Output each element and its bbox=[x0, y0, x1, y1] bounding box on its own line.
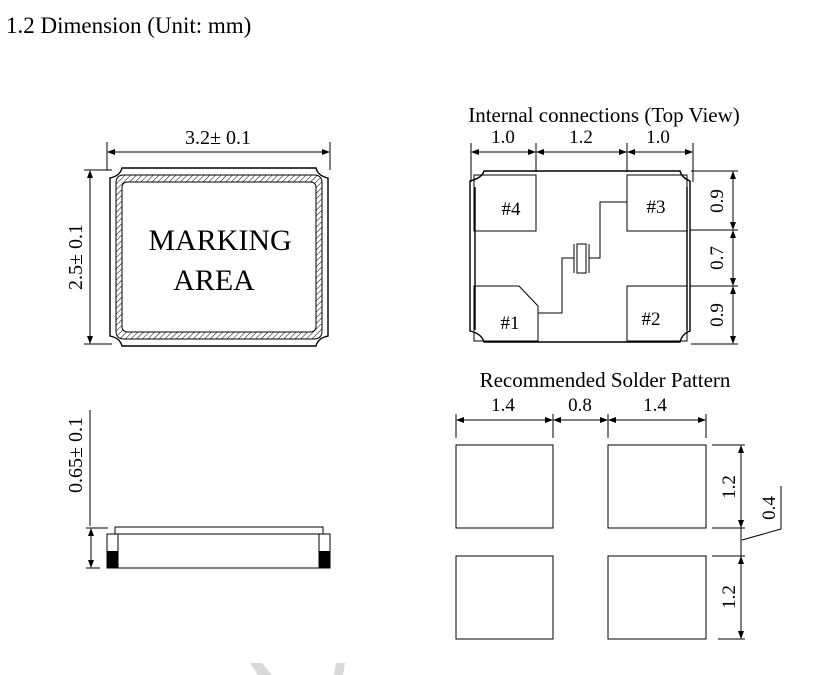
gap-label: 0.4 bbox=[759, 496, 780, 520]
crystal-element bbox=[576, 243, 587, 274]
dim-label-right: 1.4 bbox=[643, 395, 667, 416]
pad-4 bbox=[473, 174, 537, 232]
solder-pad-bottom-right bbox=[607, 555, 707, 640]
pad-height-label-top: 1.2 bbox=[719, 475, 740, 499]
side-view: 0.65± 0.1 bbox=[65, 410, 331, 569]
width-label: 3.2± 0.1 bbox=[185, 127, 251, 149]
package-outline bbox=[469, 170, 691, 343]
dim-label-center: 0.8 bbox=[568, 395, 592, 416]
solder-pad-top-left bbox=[455, 444, 554, 529]
dim-label-bottom: 0.9 bbox=[707, 303, 728, 327]
package-body bbox=[106, 533, 331, 569]
solder-pattern-title: Recommended Solder Pattern bbox=[480, 368, 731, 392]
pad-height-label-bottom: 1.2 bbox=[719, 585, 740, 609]
dim-label-right: 1.0 bbox=[646, 127, 670, 148]
height-label: 2.5± 0.1 bbox=[65, 224, 87, 290]
internal-connections-title: Internal connections (Top View) bbox=[468, 103, 740, 127]
watermark bbox=[250, 663, 345, 675]
pad-2 bbox=[626, 285, 688, 342]
dim-label-left: 1.0 bbox=[491, 127, 515, 148]
lid bbox=[114, 526, 324, 535]
internal-connections: Internal connections (Top View) 1.0 1.2 … bbox=[468, 103, 740, 345]
dim-label-middle: 0.7 bbox=[707, 246, 728, 270]
marking-text-line1: MARKING bbox=[148, 224, 291, 257]
terminal-left bbox=[107, 551, 118, 568]
watermark-fragment bbox=[250, 663, 272, 675]
section-heading: 1.2 Dimension (Unit: mm) bbox=[6, 13, 251, 38]
pad-1 bbox=[473, 285, 539, 342]
terminal-right bbox=[319, 551, 330, 568]
marking-text-line2: AREA bbox=[173, 264, 255, 297]
dim-label-center: 1.2 bbox=[569, 127, 593, 148]
package-outline bbox=[109, 167, 329, 347]
top-view: 3.2± 0.1 2.5± 0.1 MARKING AREA bbox=[65, 127, 331, 347]
pad-3 bbox=[626, 174, 688, 232]
wire-pad1 bbox=[538, 257, 574, 314]
dim-label-top: 0.9 bbox=[707, 189, 728, 213]
solder-pad-bottom-left bbox=[455, 555, 554, 640]
gap-leader-line bbox=[741, 486, 782, 541]
dim-label-left: 1.4 bbox=[491, 395, 515, 416]
thickness-label: 0.65± 0.1 bbox=[65, 417, 87, 493]
pad-label-4: #4 bbox=[502, 199, 522, 220]
pad-label-3: #3 bbox=[647, 197, 666, 218]
pad-label-1: #1 bbox=[501, 313, 520, 334]
solder-pad-top-right bbox=[607, 444, 707, 529]
solder-pattern: Recommended Solder Pattern 1.4 0.8 1.4 1… bbox=[455, 368, 782, 640]
watermark-fragment bbox=[334, 663, 345, 675]
wire-pad3 bbox=[589, 201, 627, 259]
seal-ring bbox=[115, 174, 323, 340]
pad-label-2: #2 bbox=[642, 309, 661, 330]
